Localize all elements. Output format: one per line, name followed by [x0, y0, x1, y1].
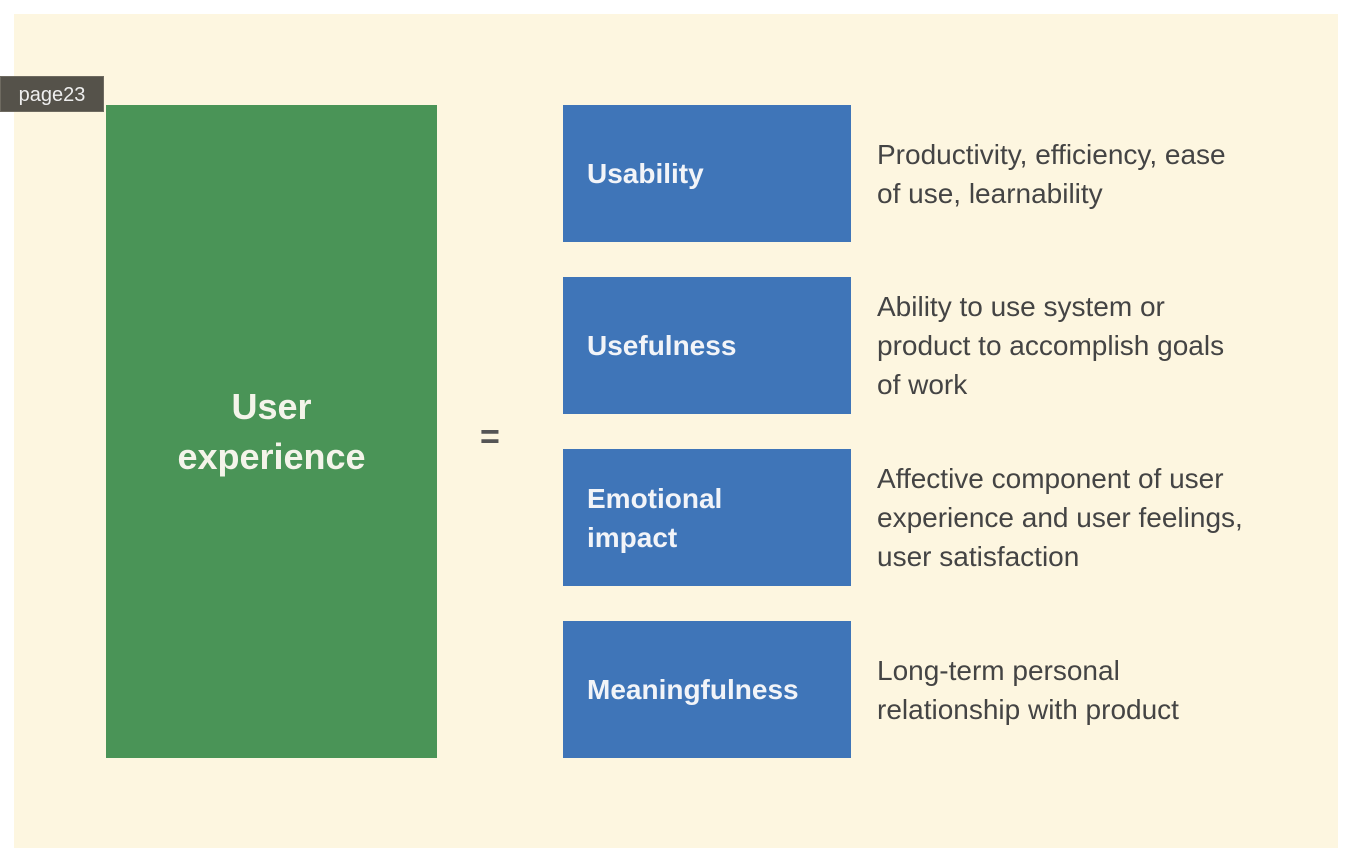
component-label: Usability — [587, 158, 704, 189]
component-box-usability: Usability — [563, 105, 851, 242]
page-label: page23 — [0, 76, 104, 112]
component-box-usefulness: Usefulness — [563, 277, 851, 414]
component-description: Long-term personal relationship with pro… — [877, 654, 1179, 725]
component-box-emotional-impact: Emotional impact — [563, 449, 851, 586]
equals-sign: = — [480, 418, 500, 456]
component-description: Affective component of user experience a… — [877, 463, 1243, 572]
component-box-meaningfulness: Meaningfulness — [563, 621, 851, 758]
component-label: Emotional impact — [587, 482, 723, 553]
user-experience-label: User experience — [177, 385, 366, 477]
component-description: Productivity, efficiency, ease of use, l… — [877, 138, 1226, 209]
user-experience-box: User experience — [106, 105, 437, 758]
component-label: Usefulness — [587, 330, 737, 361]
component-description: Ability to use system or product to acco… — [877, 291, 1225, 400]
component-label: Meaningfulness — [587, 674, 799, 705]
